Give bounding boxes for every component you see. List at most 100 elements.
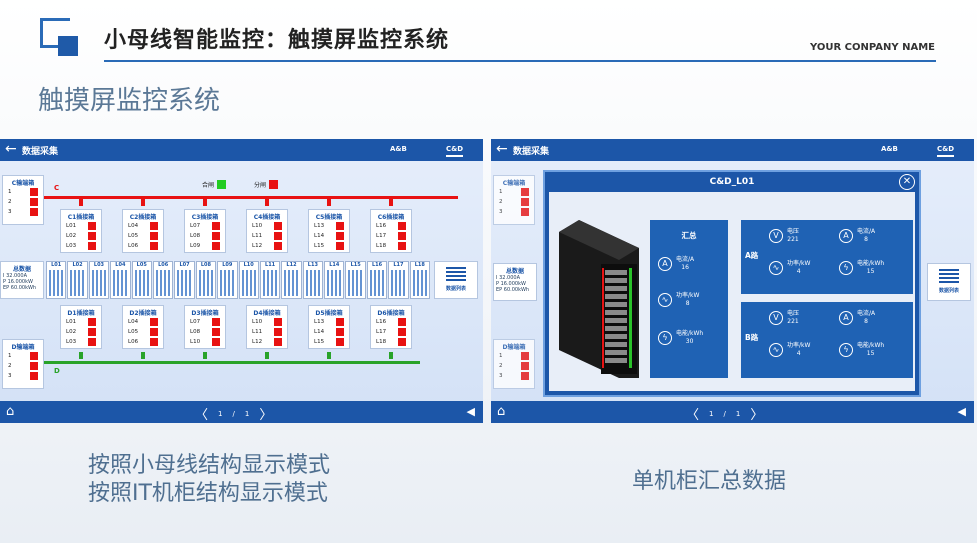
outlet-cell[interactable]: L06 [152,261,174,299]
total-data-title: 总数据 [12,266,31,273]
outlet-cell[interactable]: L14 [324,261,345,299]
data-list-button[interactable]: 数据列表 [434,261,478,299]
a-voltage-label: 电压 [787,228,800,235]
breaker-status-off [212,338,220,346]
close-icon[interactable]: ✕ [899,174,915,190]
outlet-cell[interactable]: L07 [174,261,195,299]
voltmeter-icon: V [769,311,783,325]
outlet-cell-label: L02 [72,262,83,268]
outlet-cell[interactable]: L15 [345,261,366,299]
section-subtitle: 触摸屏监控系统 [38,86,221,116]
tab-ab[interactable]: A&B [390,145,407,153]
breaker-status-off [336,242,344,250]
home-icon[interactable]: ⌂ [497,404,506,419]
outlet-bars [327,270,342,296]
outlet-bars [412,270,428,296]
outlet-bars [177,270,192,296]
next-page-icon[interactable]: 〉 [259,408,273,423]
c-input-cabinet[interactable]: C输端箱 1 2 3 [2,175,44,225]
outlet-label: L02 [66,233,77,239]
speaker-icon[interactable]: ◀ [957,405,966,418]
pager: 〈 1 / 1 〉 [195,404,272,423]
d-input-cabinet-title: D输端箱 [11,344,35,351]
tab-cd[interactable]: C&D [937,145,955,157]
outlet-cell[interactable]: L10 [238,261,259,299]
home-icon[interactable]: ⌂ [6,404,15,419]
prev-page-icon[interactable]: 〈 [686,408,700,423]
outlet-cell[interactable]: L11 [259,261,281,299]
d-input-row-1: 1 [8,353,12,359]
b-energy-value: 15 [866,350,875,357]
summary-energy-value: 30 [685,338,694,345]
outlet-cell[interactable]: L04 [110,261,131,299]
outlet-cell[interactable]: L08 [195,261,217,299]
breaker-status-off [30,188,38,196]
outlet-label: L12 [252,243,263,249]
c-input-row-2: 2 [499,199,503,205]
outlet-label: L04 [128,223,139,229]
breaker-status-off [398,338,406,346]
tab-ab[interactable]: A&B [881,145,898,153]
bus-c-label: C [54,184,60,192]
outlet-cell-label: L07 [179,262,190,268]
ammeter-icon: A [839,229,853,243]
bus-d-line [44,361,420,364]
breaker-status-off [88,232,96,240]
data-list-button[interactable]: 数据列表 [927,263,971,301]
total-p-label: P [496,281,500,287]
company-logo [40,18,78,56]
outlet-cell[interactable]: L01 [46,261,67,299]
outlet-cell[interactable]: L03 [88,261,110,299]
outlet-cell-label: L13 [307,262,318,268]
red-square-icon [269,180,279,189]
outlet-label: L10 [252,223,263,229]
c-input-row-1: 1 [8,189,12,195]
outlet-cell[interactable]: L13 [302,261,324,299]
b-voltage-label: 电压 [787,310,800,317]
breaker-status-off [336,318,344,326]
d-input-cabinet[interactable]: D输端箱 1 2 3 [2,339,44,389]
outlet-cell[interactable]: L17 [388,261,409,299]
b-current-label: 电流/A [857,310,876,317]
outlet-cell[interactable]: L18 [409,261,431,299]
outlet-cell[interactable]: L05 [131,261,152,299]
a-route-title: A路 [745,251,759,260]
next-page-icon[interactable]: 〉 [750,408,764,423]
top-bar: ← 数据采集 A&B C&D [0,139,483,161]
total-data-box[interactable]: 总数据 I 32.000A P 16.000kW EP 60.00kWh [0,261,44,299]
breaker-status-off [150,318,158,326]
outlet-cell[interactable]: L12 [281,261,302,299]
tab-cd[interactable]: C&D [446,145,464,157]
back-arrow-icon[interactable]: ← [5,141,17,157]
c-plug-box-title: C1插接箱 [67,214,95,221]
d-plug-box-title: D1插接箱 [67,310,95,317]
bus-connector [389,352,393,359]
company-name: YOUR CONPANY NAME [809,42,935,53]
outlet-cell[interactable]: L09 [217,261,238,299]
outlet-label: L11 [252,233,263,239]
outlet-cell[interactable]: L02 [67,261,88,299]
speaker-icon[interactable]: ◀ [466,405,475,418]
back-arrow-icon[interactable]: ← [496,141,508,157]
outlet-label: L05 [128,329,139,335]
prev-page-icon[interactable]: 〈 [195,408,209,423]
outlet-label: L16 [376,319,387,325]
outlet-cell[interactable]: L16 [366,261,388,299]
breaker-status-off [30,352,38,360]
total-p-label: P [3,279,7,285]
bus-connector [327,199,331,206]
